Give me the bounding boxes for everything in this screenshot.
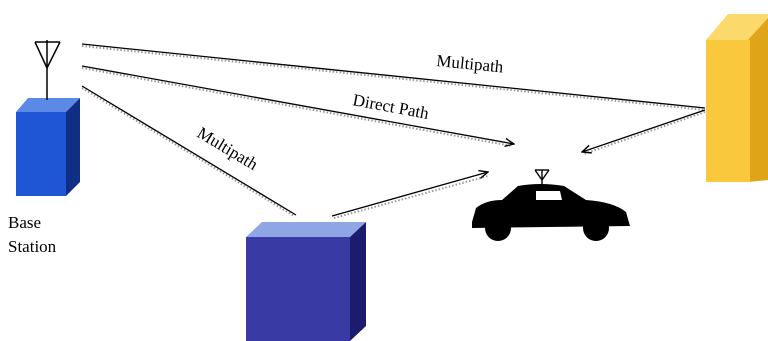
car-icon — [472, 184, 630, 241]
antenna-icon — [534, 169, 550, 186]
multipath-left-line — [81, 85, 297, 217]
direct-path-line — [81, 65, 514, 146]
base-station-side — [66, 98, 80, 196]
middle-building-side — [350, 222, 366, 341]
middle-building — [246, 222, 366, 341]
right-building — [706, 14, 768, 182]
right-building-top — [706, 14, 768, 40]
middle-building-front — [246, 237, 350, 341]
reflection-arrow-right — [582, 109, 706, 155]
multipath-left-label: Multipath — [194, 123, 262, 174]
base-station-label-line2: Station — [8, 237, 57, 256]
direct-path-label: Direct Path — [351, 90, 431, 123]
right-building-front — [706, 40, 750, 182]
middle-building-top — [246, 222, 366, 237]
base-station-building — [16, 98, 80, 196]
base-station-top — [16, 98, 80, 112]
base-station-front — [16, 112, 66, 196]
base-station-label-line1: Base — [8, 213, 41, 232]
multipath-top-label: Multipath — [436, 51, 505, 77]
antenna-icon — [34, 40, 61, 100]
right-building-side — [748, 18, 768, 182]
multipath-top-line — [81, 43, 706, 111]
reflection-arrow-middle — [331, 172, 488, 219]
